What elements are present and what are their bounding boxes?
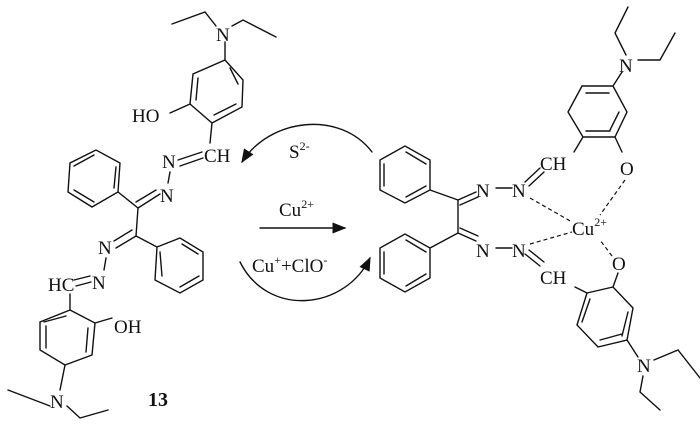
bond	[171, 11, 277, 61]
copper-center: Cu2+	[572, 215, 607, 240]
copper-complex: N N N N CH CH N O Cu2+ O N	[379, 6, 700, 411]
atom-n: N	[160, 186, 174, 207]
bond	[73, 275, 92, 287]
aryl-ring-lower	[574, 272, 634, 348]
atom-n: N	[476, 241, 490, 262]
atom-n: N	[98, 238, 112, 259]
reverse-arc-arrow	[241, 123, 373, 164]
bond	[135, 207, 139, 237]
atom-n-bottom: N	[50, 392, 64, 413]
bond	[457, 187, 513, 249]
bond	[614, 6, 676, 61]
bond	[626, 339, 700, 411]
bond	[103, 257, 107, 271]
aryl-ring-upper	[567, 71, 628, 153]
atom-ch: CH	[540, 268, 567, 289]
reaction-arrows: Cu2+ S2- Cu++ClO-	[239, 123, 373, 302]
phenyl-ring-upper	[67, 149, 139, 209]
bond	[94, 317, 113, 324]
atom-n-top: N	[216, 25, 230, 46]
aryl-ring-top	[189, 59, 244, 124]
ligand-13: N HO CH N N N N HC OH N 13	[7, 11, 277, 419]
atom-oh: OH	[114, 317, 142, 338]
regeneration-reagent: Cu++ClO-	[252, 253, 327, 277]
bond	[169, 103, 213, 144]
bond	[135, 189, 161, 209]
atom-n-top: N	[619, 56, 633, 77]
phenyl-ring-upper	[379, 145, 459, 204]
atom-n: N	[476, 181, 490, 202]
aryl-ring-bottom	[39, 309, 96, 366]
atom-ch: CH	[540, 154, 567, 175]
bond	[113, 229, 137, 249]
atom-n: N	[512, 181, 526, 202]
bond	[7, 364, 109, 419]
phenyl-ring-lower	[135, 235, 204, 294]
atom-o: O	[620, 159, 634, 180]
atom-n: N	[92, 273, 106, 294]
atom-ch: CH	[204, 146, 231, 167]
atom-n: N	[512, 241, 526, 262]
reverse-reagent: S2-	[289, 139, 310, 163]
forward-reagent: Cu2+	[279, 197, 314, 221]
coordination-bond	[529, 179, 626, 257]
bond	[177, 151, 204, 167]
compound-number: 13	[148, 389, 168, 411]
regeneration-arc-arrow	[239, 256, 371, 302]
bond	[524, 167, 545, 267]
atom-o: O	[612, 254, 626, 275]
atom-ho: HO	[132, 106, 159, 127]
phenyl-ring-lower	[379, 232, 459, 293]
atom-n: N	[162, 152, 176, 173]
atom-n-bottom: N	[637, 356, 651, 377]
bond	[167, 171, 171, 184]
atom-hc: HC	[48, 275, 74, 296]
